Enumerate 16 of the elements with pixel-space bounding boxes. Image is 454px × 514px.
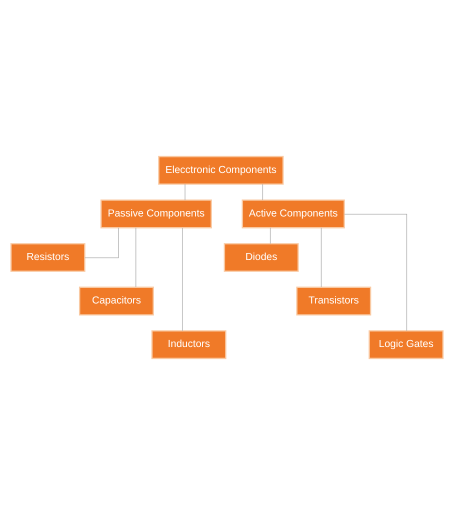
- node-box: Inductors: [151, 330, 226, 359]
- node-box: Passive Components: [100, 199, 212, 228]
- connector: [182, 227, 183, 331]
- node-box: Transistors: [296, 286, 372, 315]
- connector: [84, 227, 119, 258]
- connector: [320, 226, 322, 287]
- connector: [262, 183, 264, 200]
- node-box: Resistors: [10, 242, 86, 272]
- connector: [270, 226, 271, 244]
- node-box: Active Components: [242, 199, 345, 228]
- node-box: Capacitors: [78, 286, 154, 315]
- connector: [184, 183, 186, 200]
- node-box: Logic Gates: [368, 330, 444, 359]
- connector: [344, 213, 408, 331]
- node-box: Elecctronic Components: [158, 155, 284, 184]
- node-box: Diodes: [224, 242, 299, 272]
